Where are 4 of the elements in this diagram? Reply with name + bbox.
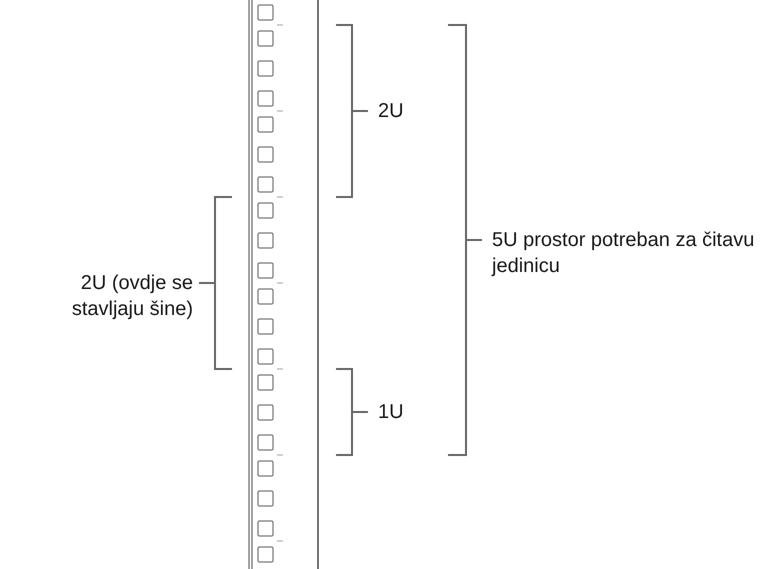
- dimension-label: 5U prostor potreban za čitavu jedinicu: [492, 228, 756, 279]
- dimension-label: 2U (ovdje se stavljaju šine): [70, 271, 193, 322]
- dimension-label: 2U: [378, 99, 404, 124]
- dimension-label: 1U: [378, 400, 404, 425]
